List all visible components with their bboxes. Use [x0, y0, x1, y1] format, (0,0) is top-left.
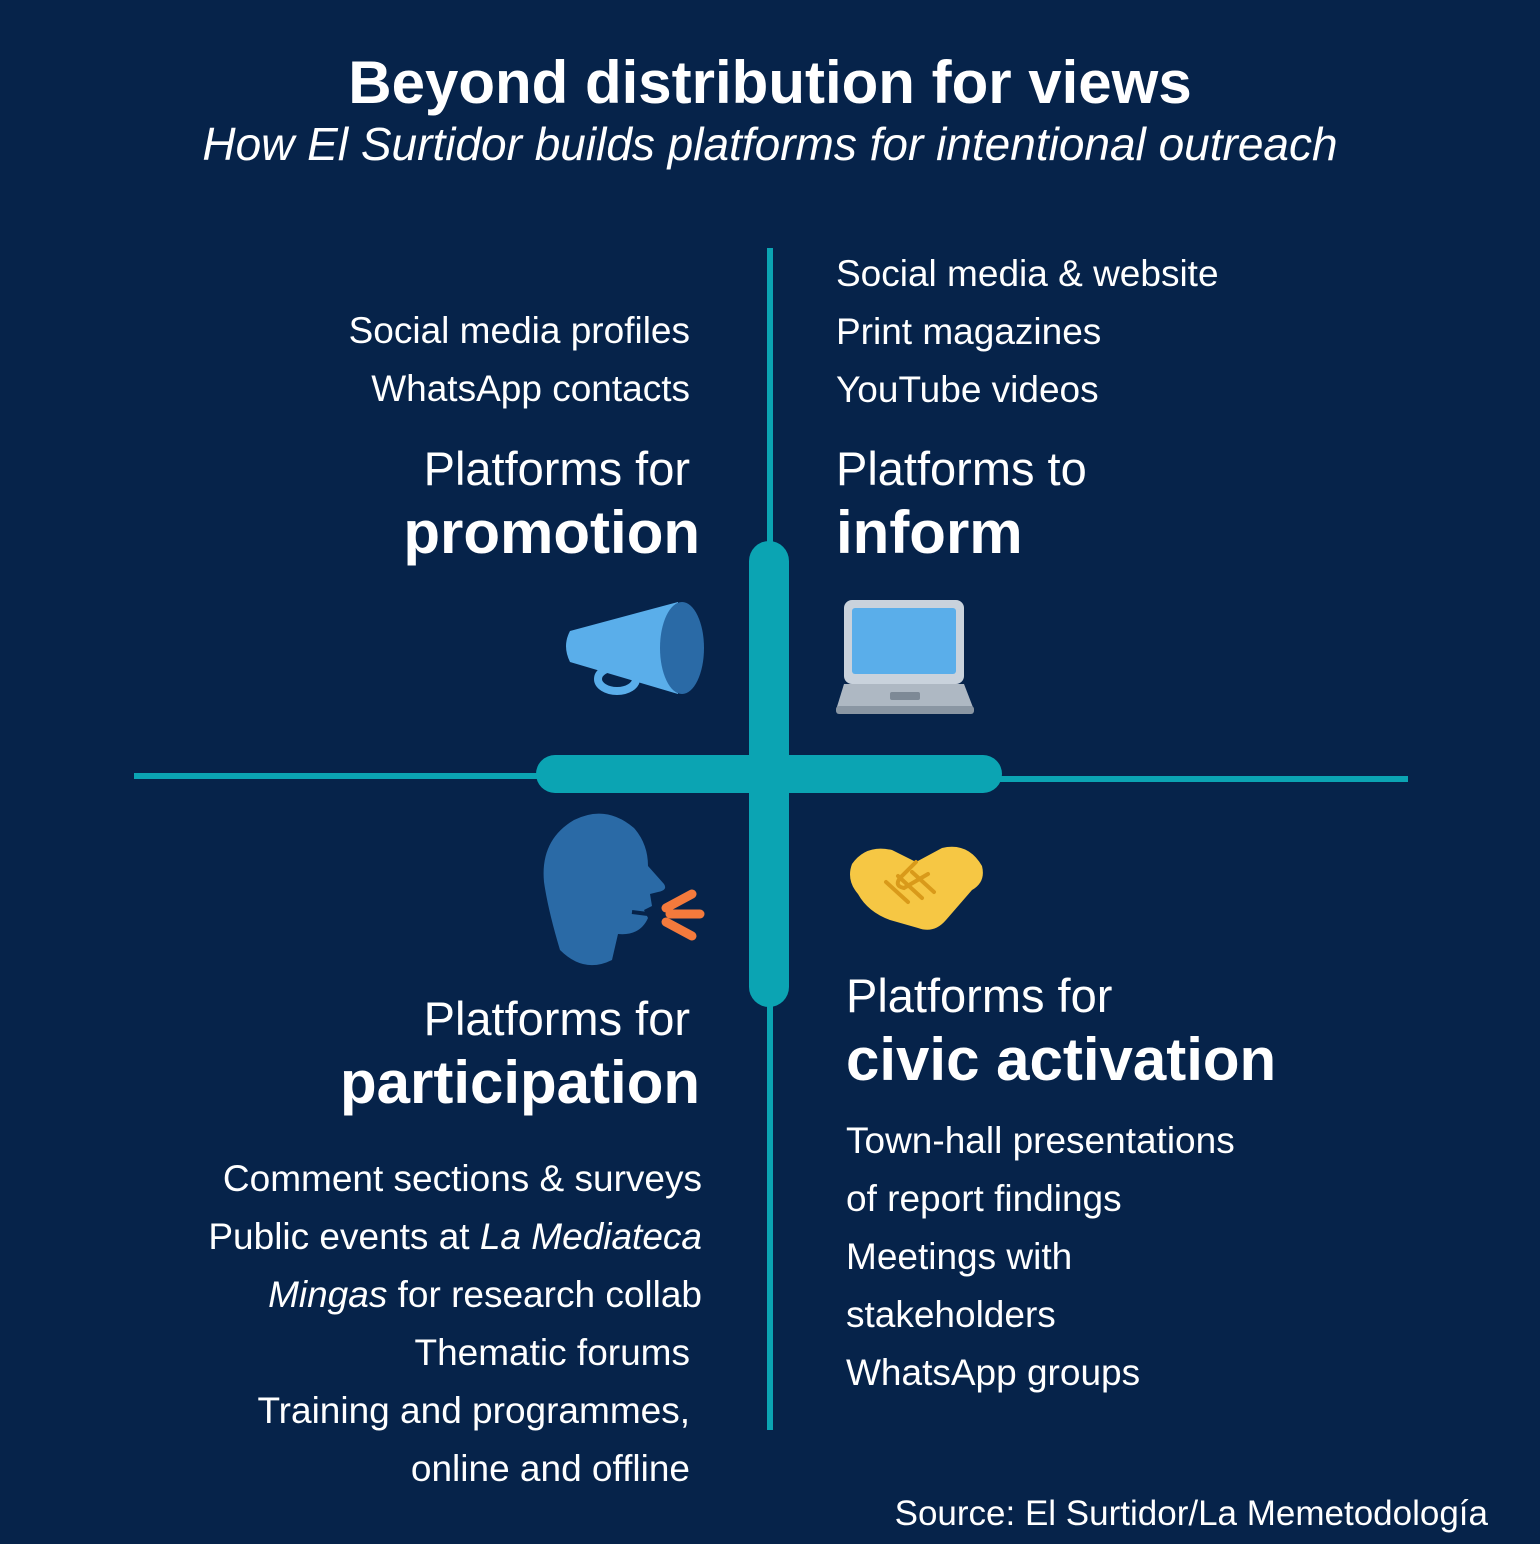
inform-list: Social media & website Print magazines Y… — [836, 245, 1219, 419]
list-item: Mingas for research collab — [268, 1274, 702, 1315]
promotion-heading-key: promotion — [403, 499, 700, 566]
list-item: WhatsApp contacts — [371, 368, 690, 409]
promotion-heading-lead: Platforms for — [423, 442, 690, 495]
laptop-icon — [836, 600, 974, 714]
horizontal-axis-line-right — [990, 776, 1408, 782]
megaphone-icon — [566, 602, 704, 695]
diagram-title: Beyond distribution for views — [348, 49, 1192, 116]
civic-heading-key: civic activation — [846, 1026, 1277, 1093]
list-item: Meetings with — [846, 1236, 1073, 1277]
promotion-heading: Platforms for promotion — [403, 438, 700, 566]
inform-heading-key: inform — [836, 499, 1023, 566]
participation-heading: Platforms for participation — [340, 988, 700, 1116]
civic-list: Town-hall presentations of report findin… — [846, 1112, 1235, 1402]
civic-heading-lead: Platforms for — [846, 969, 1113, 1022]
diagram-subtitle: How El Surtidor builds platforms for int… — [202, 118, 1338, 170]
inform-heading: Platforms to inform — [836, 438, 1087, 566]
civic-heading: Platforms for civic activation — [846, 965, 1276, 1093]
source-note: Source: El Surtidor/La Memetodología — [894, 1494, 1488, 1533]
list-item: Public events at La Mediateca — [208, 1216, 702, 1257]
list-item: Training and programmes, — [257, 1390, 690, 1431]
list-item: Comment sections & surveys — [222, 1158, 702, 1199]
list-item: Town-hall presentations — [846, 1120, 1235, 1161]
list-item: online and offline — [410, 1448, 690, 1489]
list-item: YouTube videos — [836, 369, 1099, 410]
horizontal-axis-line-left — [134, 773, 554, 779]
list-item: WhatsApp groups — [846, 1352, 1141, 1393]
participation-heading-lead: Platforms for — [423, 992, 690, 1045]
list-item: stakeholders — [846, 1294, 1056, 1335]
list-item: Social media profiles — [348, 310, 690, 351]
speaking-head-icon — [543, 813, 705, 966]
inform-heading-lead: Platforms to — [836, 442, 1087, 495]
list-item: Thematic forums — [414, 1332, 690, 1373]
list-item: Social media & website — [836, 253, 1219, 294]
promotion-list: Social media profiles WhatsApp contacts — [349, 302, 690, 418]
handshake-icon — [850, 846, 983, 930]
list-item: of report findings — [846, 1178, 1122, 1219]
list-item: Print magazines — [836, 311, 1102, 352]
horizontal-axis-bar — [536, 755, 1002, 793]
participation-list: Comment sections & surveys Public events… — [208, 1150, 702, 1498]
participation-heading-key: participation — [339, 1049, 700, 1116]
